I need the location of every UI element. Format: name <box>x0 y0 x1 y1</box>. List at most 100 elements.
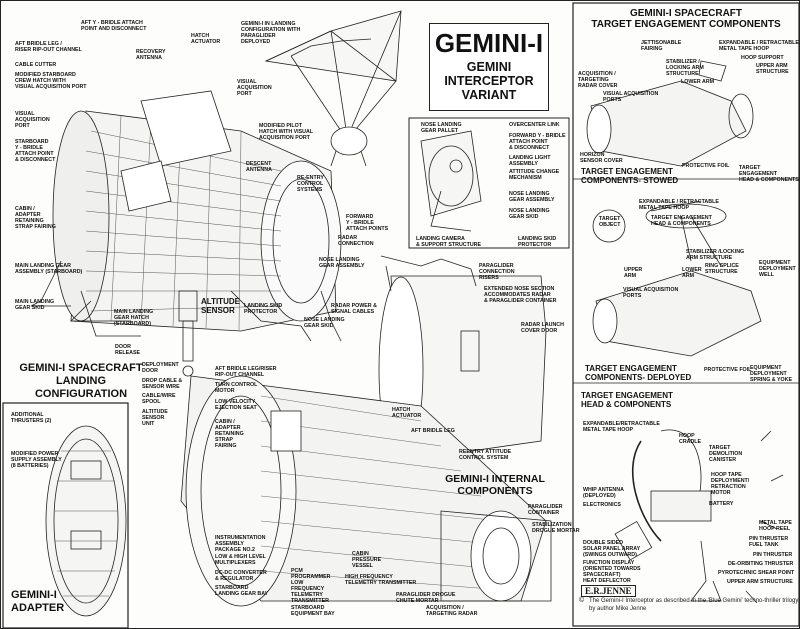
label-hoop-cradle: HOOP CRADLE <box>679 433 702 446</box>
label-nose-landing-gear-assembly: NOSE LANDING GEAR ASSEMBLY <box>319 257 365 270</box>
label-expandable-hoop-deployed: EXPANDABLE / RETRACTABLE METAL TAPE HOOP <box>639 199 719 212</box>
label-cabin-adapter-fairing: CABIN / ADAPTER RETAINING STRAP FAIRING <box>15 206 56 231</box>
label-stabilizer-locking-deployed: STABILIZER /LOCKING ARM STRUCTURE <box>686 249 745 262</box>
label-low-velocity-ejection: LOW VELOCITY EJECTION SEAT <box>215 399 257 412</box>
target-head-drawing <box>614 429 784 604</box>
label-cabin-adapter-strap: CABIN / ADAPTER RETAINING STRAP FAIRING <box>215 419 244 450</box>
label-door-release: DOOR RELEASE <box>115 344 141 357</box>
label-electronics: ELECTRONICS <box>583 502 621 508</box>
label-ring-splice: RING SPLICE STRUCTURE <box>705 263 739 276</box>
label-hoop-support: HOOP SUPPORT <box>741 55 784 61</box>
label-heat-deflector: HEAT DEFLECTOR <box>583 578 631 584</box>
label-pyrotechnic-shear-point: PYROTECHNIC SHEAR POINT <box>718 570 795 576</box>
label-multiplexers: LOW & HIGH LEVEL MULTIPLEXERS <box>215 554 266 567</box>
label-target-head-deployed: TARGET ENGAGEMENT HEAD & COMPONENTS <box>651 215 712 228</box>
label-paraglider-connection-risers: PARAGLIDER CONNECTION RISERS <box>479 263 515 282</box>
label-radar-connection: RADAR CONNECTION <box>338 235 374 248</box>
label-deorbiting-thruster: DE-ORBITING THRUSTER <box>728 561 794 567</box>
label-cabin-pressure-vessel: CABIN PRESSURE VESSEL <box>352 551 382 570</box>
label-landing-camera: LANDING CAMERA & SUPPORT STRUCTURE <box>416 236 482 249</box>
label-extended-nose-section: EXTENDED NOSE SECTION ACCOMMODATES RADAR… <box>484 286 557 305</box>
label-lower-arm-deployed: LOWER ARM <box>682 267 702 280</box>
label-additional-thrusters: ADDITIONAL THRUSTERS (2) <box>11 412 52 425</box>
label-whip-antenna: WHIP ANTENNA (DEPLOYED) <box>583 487 624 500</box>
label-stabilization-drogue-mortar: STABILIZATION DROGUE MORTAR <box>532 522 580 535</box>
title-box: GEMINI-I GEMINI INTERCEPTOR VARIANT <box>429 23 549 111</box>
label-paraglider-container: PARAGLIDER CONTAINER <box>528 504 563 517</box>
label-radar-power-cables: RADAR POWER & SIGNAL CABLES <box>331 303 377 316</box>
label-horizon-sensor-cover: HORIZON SENSOR COVER <box>580 152 623 165</box>
credit-text: The Gemini-I Interceptor as described in… <box>589 598 799 612</box>
label-target-head-stowed: TARGET ENGAGEMENT HEAD & COMPONENTS <box>739 165 799 184</box>
label-aft-bridle-leg: AFT BRIDLE LEG / RISER RIP-OUT CHANNEL <box>15 41 82 54</box>
label-nose-gear-skid-detail: NOSE LANDING GEAR SKID <box>509 208 550 221</box>
label-visual-acquisition-ports-deployed: VISUAL ACQUISITION PORTS <box>623 287 679 300</box>
spacecraft-landing-drawing <box>30 90 342 377</box>
title-subtitle: GEMINI INTERCEPTOR VARIANT <box>444 60 534 102</box>
label-paraglider-drogue-mortar: PARAGLIDER DROGUE CHUTE MORTAR <box>396 592 456 605</box>
label-visual-acquisition-port-right: VISUAL ACQUISITION PORT <box>237 79 272 98</box>
label-equipment-spring-yoke: EQUIPMENT DEPLOYMENT SPRING & YOKE <box>750 365 792 384</box>
label-turn-control-motor: TURN CONTROL MOTOR <box>215 382 258 395</box>
label-main-landing-gear-skid: MAIN LANDING GEAR SKID <box>15 299 55 312</box>
nose-gear-detail-drawing <box>420 130 482 232</box>
label-pin-thruster-fuel-tank: PIN THRUSTER FUEL TANK <box>749 536 789 549</box>
label-jettisonable-fairing: JETTISONABLE FAIRING <box>641 40 682 53</box>
adapter-drawing <box>45 425 127 617</box>
label-protective-foil-stowed: PROTECTIVE FOIL <box>682 163 730 169</box>
label-radar-launch-cover: RADAR LAUNCH COVER DOOR <box>521 322 564 335</box>
label-dcdc-converter: DC-DC CONVERTER & REGULATOR <box>215 570 267 583</box>
label-forward-y-bridle: FORWARD Y - BRIDLE ATTACH POINTS <box>346 214 389 233</box>
label-visual-acquisition-port-left: VISUAL ACQUISITION PORT <box>15 111 50 130</box>
heading-internal-components: GEMINI-I INTERNAL COMPONENTS <box>445 473 545 497</box>
heading-target-head: TARGET ENGAGEMENT HEAD & COMPONENTS <box>581 391 673 409</box>
label-acquisition-radar-cover: ACQUISITION / TARGETING RADAR COVER <box>578 71 618 90</box>
label-high-frequency-transmitter: HIGH FREQUENCY TELEMETRY TRANSMITTER <box>345 574 417 587</box>
label-recovery-antenna: RECOVERY ANTENNA <box>136 49 166 62</box>
label-overcenter-link: OVERCENTER LINK <box>509 122 560 128</box>
label-visual-acquisition-ports-stowed: VISUAL ACQUISITION PORTS <box>603 91 659 104</box>
label-altitude-sensor-unit: ALTITUDE SENSOR UNIT <box>142 409 168 428</box>
label-landing-light: LANDING LIGHT ASSEMBLY <box>509 155 551 168</box>
caption-target-stowed: TARGET ENGAGEMENT COMPONENTS- STOWED <box>581 167 679 185</box>
label-deployment-door: DEPLOYMENT DOOR <box>142 362 179 375</box>
label-function-display: FUNCTION DISPLAY (ORIENTED TOWARDS SPACE… <box>583 560 641 579</box>
label-aft-bridle-leg-internal: AFT BRIDLE LEG <box>411 428 455 434</box>
label-stabilizer-locking-stowed: STABILIZER / LOCKING ARM STRUCTURE <box>666 59 704 78</box>
heading-adapter: GEMINI-I ADAPTER <box>11 589 65 614</box>
label-nose-landing-gear-skid: NOSE LANDING GEAR SKID <box>304 317 345 330</box>
label-hatch-actuator: HATCH ACTUATOR <box>191 33 221 46</box>
label-modified-power-supply: MODIFIED POWER SUPPLY ASSEMBLY (8 BATTER… <box>11 451 62 470</box>
copyright-symbol: © <box>579 597 585 604</box>
label-nose-landing-gear-pallet: NOSE LANDING GEAR PALLET <box>421 122 462 135</box>
label-cable-cutter: CABLE CUTTER <box>15 62 57 68</box>
label-landing-skid-protector: LANDING SKID PROTECTOR <box>244 303 283 316</box>
paraglider-drawing <box>264 10 402 167</box>
label-cable-wire-spool: CABLE/WIRE SPOOL <box>142 393 176 406</box>
label-acquisition-targeting-radar: ACQUISITION / TARGETING RADAR <box>426 605 478 618</box>
label-starboard-y-bridle: STARBOARD Y - BRIDLE ATTACH POINT & DISC… <box>15 139 56 164</box>
heading-landing-configuration: GEMINI-I SPACECRAFT LANDING CONFIGURATIO… <box>19 362 143 400</box>
label-double-sided-solar: DOUBLE SIDED SOLAR PANEL ARRAY (SWINGS O… <box>583 540 641 559</box>
label-forward-y-bridle-detail: FORWARD Y - BRIDLE ATTACH POINT & DISCON… <box>509 133 566 152</box>
label-starboard-equipment-bay: STARBOARD EQUIPMENT BAY <box>291 605 335 618</box>
label-modified-pilot-hatch: MODIFIED PILOT HATCH WITH VISUAL ACQUISI… <box>259 123 314 142</box>
label-pcm-programmer: PCM PROGRAMMER <box>291 568 331 581</box>
label-aft-y-bridle: AFT Y - BRIDLE ATTACH POINT AND DISCONNE… <box>81 20 147 33</box>
label-lower-arm-stowed: LOWER ARM <box>681 79 715 85</box>
label-upper-arm-structure-stowed: UPPER ARM STRUCTURE <box>756 63 789 76</box>
label-expandable-hoop-stowed: EXPANDABLE / RETRACTABLE METAL TAPE HOOP <box>719 40 799 53</box>
label-modified-starboard-hatch: MODIFIED STARBOARD CREW HATCH WITH VISUA… <box>15 72 87 91</box>
label-main-landing-gear-assembly: MAIN LANDING GEAR ASSEMBLY (STARBOARD) <box>15 263 83 276</box>
label-pin-thruster: PIN THRUSTER <box>753 552 793 558</box>
artist-signature: E.R.JENNE <box>581 585 636 597</box>
label-landing-skid-protector-detail: LANDING SKID PROTECTOR <box>518 236 557 249</box>
label-equipment-deployment-well: EQUIPMENT DEPLOYMENT WELL <box>759 260 796 279</box>
label-main-landing-gear-hatch: MAIN LANDING GEAR HATCH (STARBOARD) <box>114 309 154 328</box>
label-protective-foil-deployed: PROTECTIVE FOIL <box>704 367 752 373</box>
target-deployed-drawing <box>592 200 762 357</box>
label-paraglider-configuration: GEMINI-I IN LANDING CONFIGURATION WITH P… <box>241 21 301 46</box>
label-hatch-actuator-internal: HATCH ACTUATOR <box>392 407 422 420</box>
